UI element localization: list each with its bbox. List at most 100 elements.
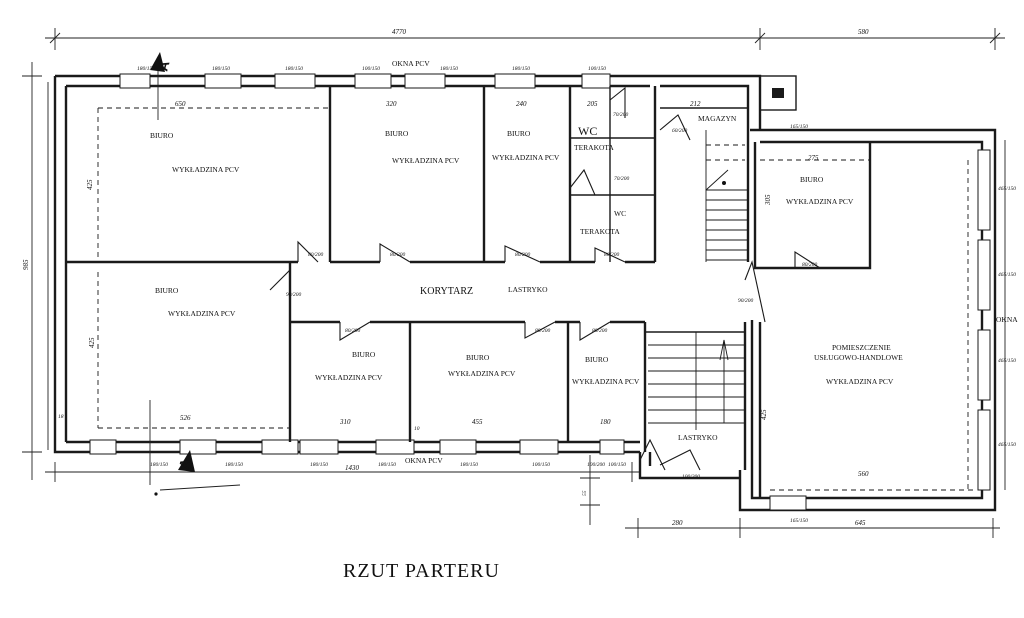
dim-shop-width: 560 <box>858 470 869 478</box>
door-tag-13: 60/200 <box>672 128 688 134</box>
dim-shop-top-width: 275 <box>808 154 819 162</box>
wc-1-name: WC <box>578 124 597 138</box>
wc-2-floor: TERAKOTA <box>580 227 620 236</box>
door-tag-4: 80/200 <box>604 252 620 258</box>
win-tag-shop-bottom: 165/150 <box>790 518 808 524</box>
door-tag-2: 80/200 <box>390 252 406 258</box>
room-5-name: BIURO <box>352 350 376 359</box>
win-tag-right-1: 465/150 <box>998 185 1016 192</box>
corridor-floor: LASTRYKO <box>508 285 548 294</box>
win-tag-top-7: 100/150 <box>588 66 606 72</box>
win-tag-top-1: 180/150 <box>137 66 155 72</box>
dim-lower-office-c: 180 <box>600 418 611 426</box>
drawing-title: RZUT PARTERU <box>343 560 500 582</box>
door-tag-15: 100/200 <box>587 462 605 468</box>
dim-overall-left: 4770 <box>392 28 407 36</box>
door-tag-3: 80/200 <box>515 252 531 258</box>
room-4-name: BIURO <box>155 286 179 295</box>
room-2-name: BIURO <box>385 129 409 138</box>
stair-floor-label: LASTRYKO <box>678 433 718 442</box>
room-7-floor: WYKŁADZINA PCV <box>572 377 640 386</box>
door-tag-5: 80/200 <box>345 328 361 334</box>
okna-top-label: OKNA PCV <box>392 59 430 68</box>
dim-small-a: 18 <box>58 414 64 420</box>
interior-walls <box>66 84 872 498</box>
win-tag-bot-4: 180/150 <box>378 462 396 468</box>
dim-height-total: 985 <box>22 259 30 270</box>
dim-wc-width: 205 <box>587 100 598 108</box>
section-marker-top: A <box>154 59 172 73</box>
dim-office3-width: 240 <box>516 100 527 108</box>
win-tag-top-6: 180/150 <box>512 66 530 72</box>
dim-office1-width: 650 <box>175 100 186 108</box>
room-1-name: BIURO <box>150 131 174 140</box>
dim-overall-right: 580 <box>858 28 869 36</box>
door-tag-10: 90/200 <box>738 298 754 304</box>
dim-small-c: 55 <box>582 490 588 496</box>
win-tag-right-3: 465/150 <box>998 357 1016 364</box>
right-windows <box>769 149 991 511</box>
dim-bottom-left: 1430 <box>345 464 360 472</box>
door-tag-1: 80/200 <box>308 252 324 258</box>
win-tag-bot-7: 100/150 <box>608 462 626 468</box>
door-tag-9: 80/200 <box>802 262 818 268</box>
door-tag-12: 70/200 <box>614 176 630 182</box>
room-7-name: BIURO <box>585 355 609 364</box>
dim-bottom-right-b: 645 <box>855 519 866 527</box>
room-2-floor: WYKŁADZINA PCV <box>392 156 460 165</box>
win-tag-bot-3: 180/150 <box>310 462 328 468</box>
room-6-name: BIURO <box>466 353 490 362</box>
section-markers <box>149 52 241 496</box>
okna-bottom-label: OKNA PCV <box>405 456 443 465</box>
door-tag-6: 80/200 <box>535 328 551 334</box>
dim-shop-top-height: 305 <box>764 194 772 206</box>
dim-stair-width: 212 <box>690 100 701 108</box>
top-windows <box>119 73 611 89</box>
win-tag-right-4: 465/150 <box>998 441 1016 448</box>
dim-lower-office-b: 455 <box>472 418 483 426</box>
corridor-label: KORYTARZ <box>420 286 473 297</box>
room-1-floor: WYKŁADZINA PCV <box>172 165 240 174</box>
wc-2-name: WC <box>614 209 626 218</box>
room-3-floor: WYKŁADZINA PCV <box>492 153 560 162</box>
win-tag-bot-5: 180/150 <box>460 462 478 468</box>
win-tag-top-3: 180/150 <box>285 66 303 72</box>
outer-walls <box>53 74 997 512</box>
section-marker-bottom: A <box>175 457 193 471</box>
dim-lower-left-width: 526 <box>180 414 191 422</box>
room-6-floor: WYKŁADZINA PCV <box>448 369 516 378</box>
room-5-floor: WYKŁADZINA PCV <box>315 373 383 382</box>
dim-bottom-right-a: 280 <box>672 519 683 527</box>
win-tag-bot-2: 180/150 <box>225 462 243 468</box>
door-tag-11: 70/200 <box>613 112 629 118</box>
dim-shop-height: 425 <box>760 409 768 420</box>
win-tag-top-4: 100/150 <box>362 66 380 72</box>
room-4-floor: WYKŁADZINA PCV <box>168 309 236 318</box>
room-3-name: BIURO <box>507 129 531 138</box>
dim-lower-left-height: 425 <box>88 337 96 348</box>
doors <box>269 86 821 471</box>
dim-lower-office-a: 310 <box>339 418 351 426</box>
win-tag-top-2: 180/150 <box>212 66 230 72</box>
wc-1-floor: TERAKOTA <box>574 143 614 152</box>
shop-name-line2: USŁUGOWO-HANDLOWE <box>814 353 903 362</box>
dim-office1-height: 425 <box>86 179 94 190</box>
shop-name-line1: POMIESZCZENIE <box>832 343 891 352</box>
shop-floor: WYKŁADZINA PCV <box>826 377 894 386</box>
room-shop-small-floor: WYKŁADZINA PCV <box>786 197 854 206</box>
win-tag-shop-top: 165/150 <box>790 124 808 130</box>
door-tag-14: 100/200 <box>682 474 700 480</box>
door-tag-8: 90/200 <box>286 292 302 298</box>
dashed-lines <box>97 107 975 491</box>
door-tag-7: 80/200 <box>592 328 608 334</box>
win-tag-right-2: 465/150 <box>998 271 1016 278</box>
upper-stairs <box>705 130 748 262</box>
room-shop-small-name: BIURO <box>800 175 824 184</box>
bottom-windows <box>89 439 625 455</box>
win-tag-bot-6: 100/150 <box>532 462 550 468</box>
win-tag-top-5: 180/150 <box>440 66 458 72</box>
magazyn-label: MAGAZYN <box>698 114 737 123</box>
win-tag-bot-1: 180/150 <box>150 462 168 468</box>
dim-small-b: 10 <box>414 426 420 432</box>
